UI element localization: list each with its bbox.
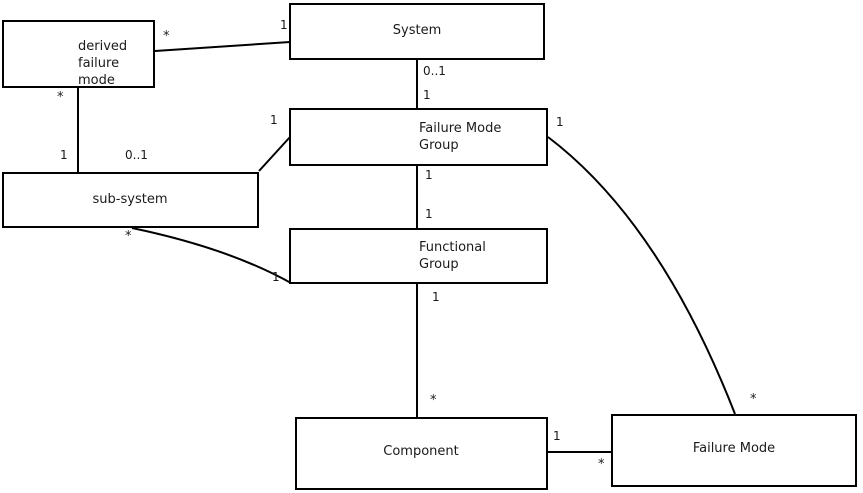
class-name-sub-system: sub-system [92, 192, 168, 207]
multiplicity-mult-comp-fm-far: * [598, 457, 605, 472]
multiplicity-mult-dfm-subsys-far: 1 [60, 148, 68, 162]
multiplicity-mult-subsys-fg-near: * [125, 229, 132, 244]
multiplicity-mult-dfm-system-near: * [163, 29, 170, 44]
multiplicity-mult-system-fmg-near: 0..1 [423, 64, 446, 78]
multiplicity-mult-comp-fm-near: 1 [553, 429, 561, 443]
class-box-system[interactable] [289, 3, 545, 60]
class-box-functional-group[interactable] [289, 228, 548, 284]
class-name-system: System [392, 23, 442, 38]
association-derived-failure-mode-to-system [154, 41, 291, 52]
class-name-failure-mode-group: Failure Mode Group [419, 121, 502, 153]
class-box-failure-mode-group[interactable] [289, 108, 548, 166]
multiplicity-mult-system-fmg-far: 1 [423, 88, 431, 102]
multiplicity-mult-subsys-fg-far: 1 [272, 270, 280, 284]
class-box-derived-failure-mode[interactable] [2, 20, 155, 88]
association-sub-system-to-functional-group [131, 227, 292, 284]
association-sub-system-to-failure-mode-group [258, 136, 291, 172]
association-failure-mode-group-to-failure-mode [547, 136, 736, 415]
multiplicity-mult-fmg-fm-near: 1 [556, 115, 564, 129]
multiplicity-mult-subsys-fmg-far: 1 [270, 113, 278, 127]
multiplicity-mult-dfm-system-far: 1 [280, 18, 288, 32]
multiplicity-mult-fmg-fg-near: 1 [425, 168, 433, 182]
multiplicity-mult-fg-comp-far: * [430, 393, 437, 408]
multiplicity-mult-dfm-subsys-near: * [57, 90, 64, 105]
multiplicity-mult-subsys-fmg-near: 0..1 [125, 148, 148, 162]
class-box-failure-mode[interactable] [611, 414, 857, 487]
class-box-sub-system[interactable] [2, 172, 259, 228]
multiplicity-mult-fmg-fm-far: * [750, 392, 757, 407]
multiplicity-mult-fg-comp-near: 1 [432, 290, 440, 304]
class-box-component[interactable] [295, 417, 548, 490]
class-name-component: Component [383, 444, 459, 459]
class-name-derived-failure-mode: derived failure mode [78, 39, 128, 88]
class-name-failure-mode: Failure Mode [692, 441, 776, 456]
multiplicity-mult-fmg-fg-far: 1 [425, 207, 433, 221]
class-name-functional-group: Functional Group [419, 240, 486, 272]
